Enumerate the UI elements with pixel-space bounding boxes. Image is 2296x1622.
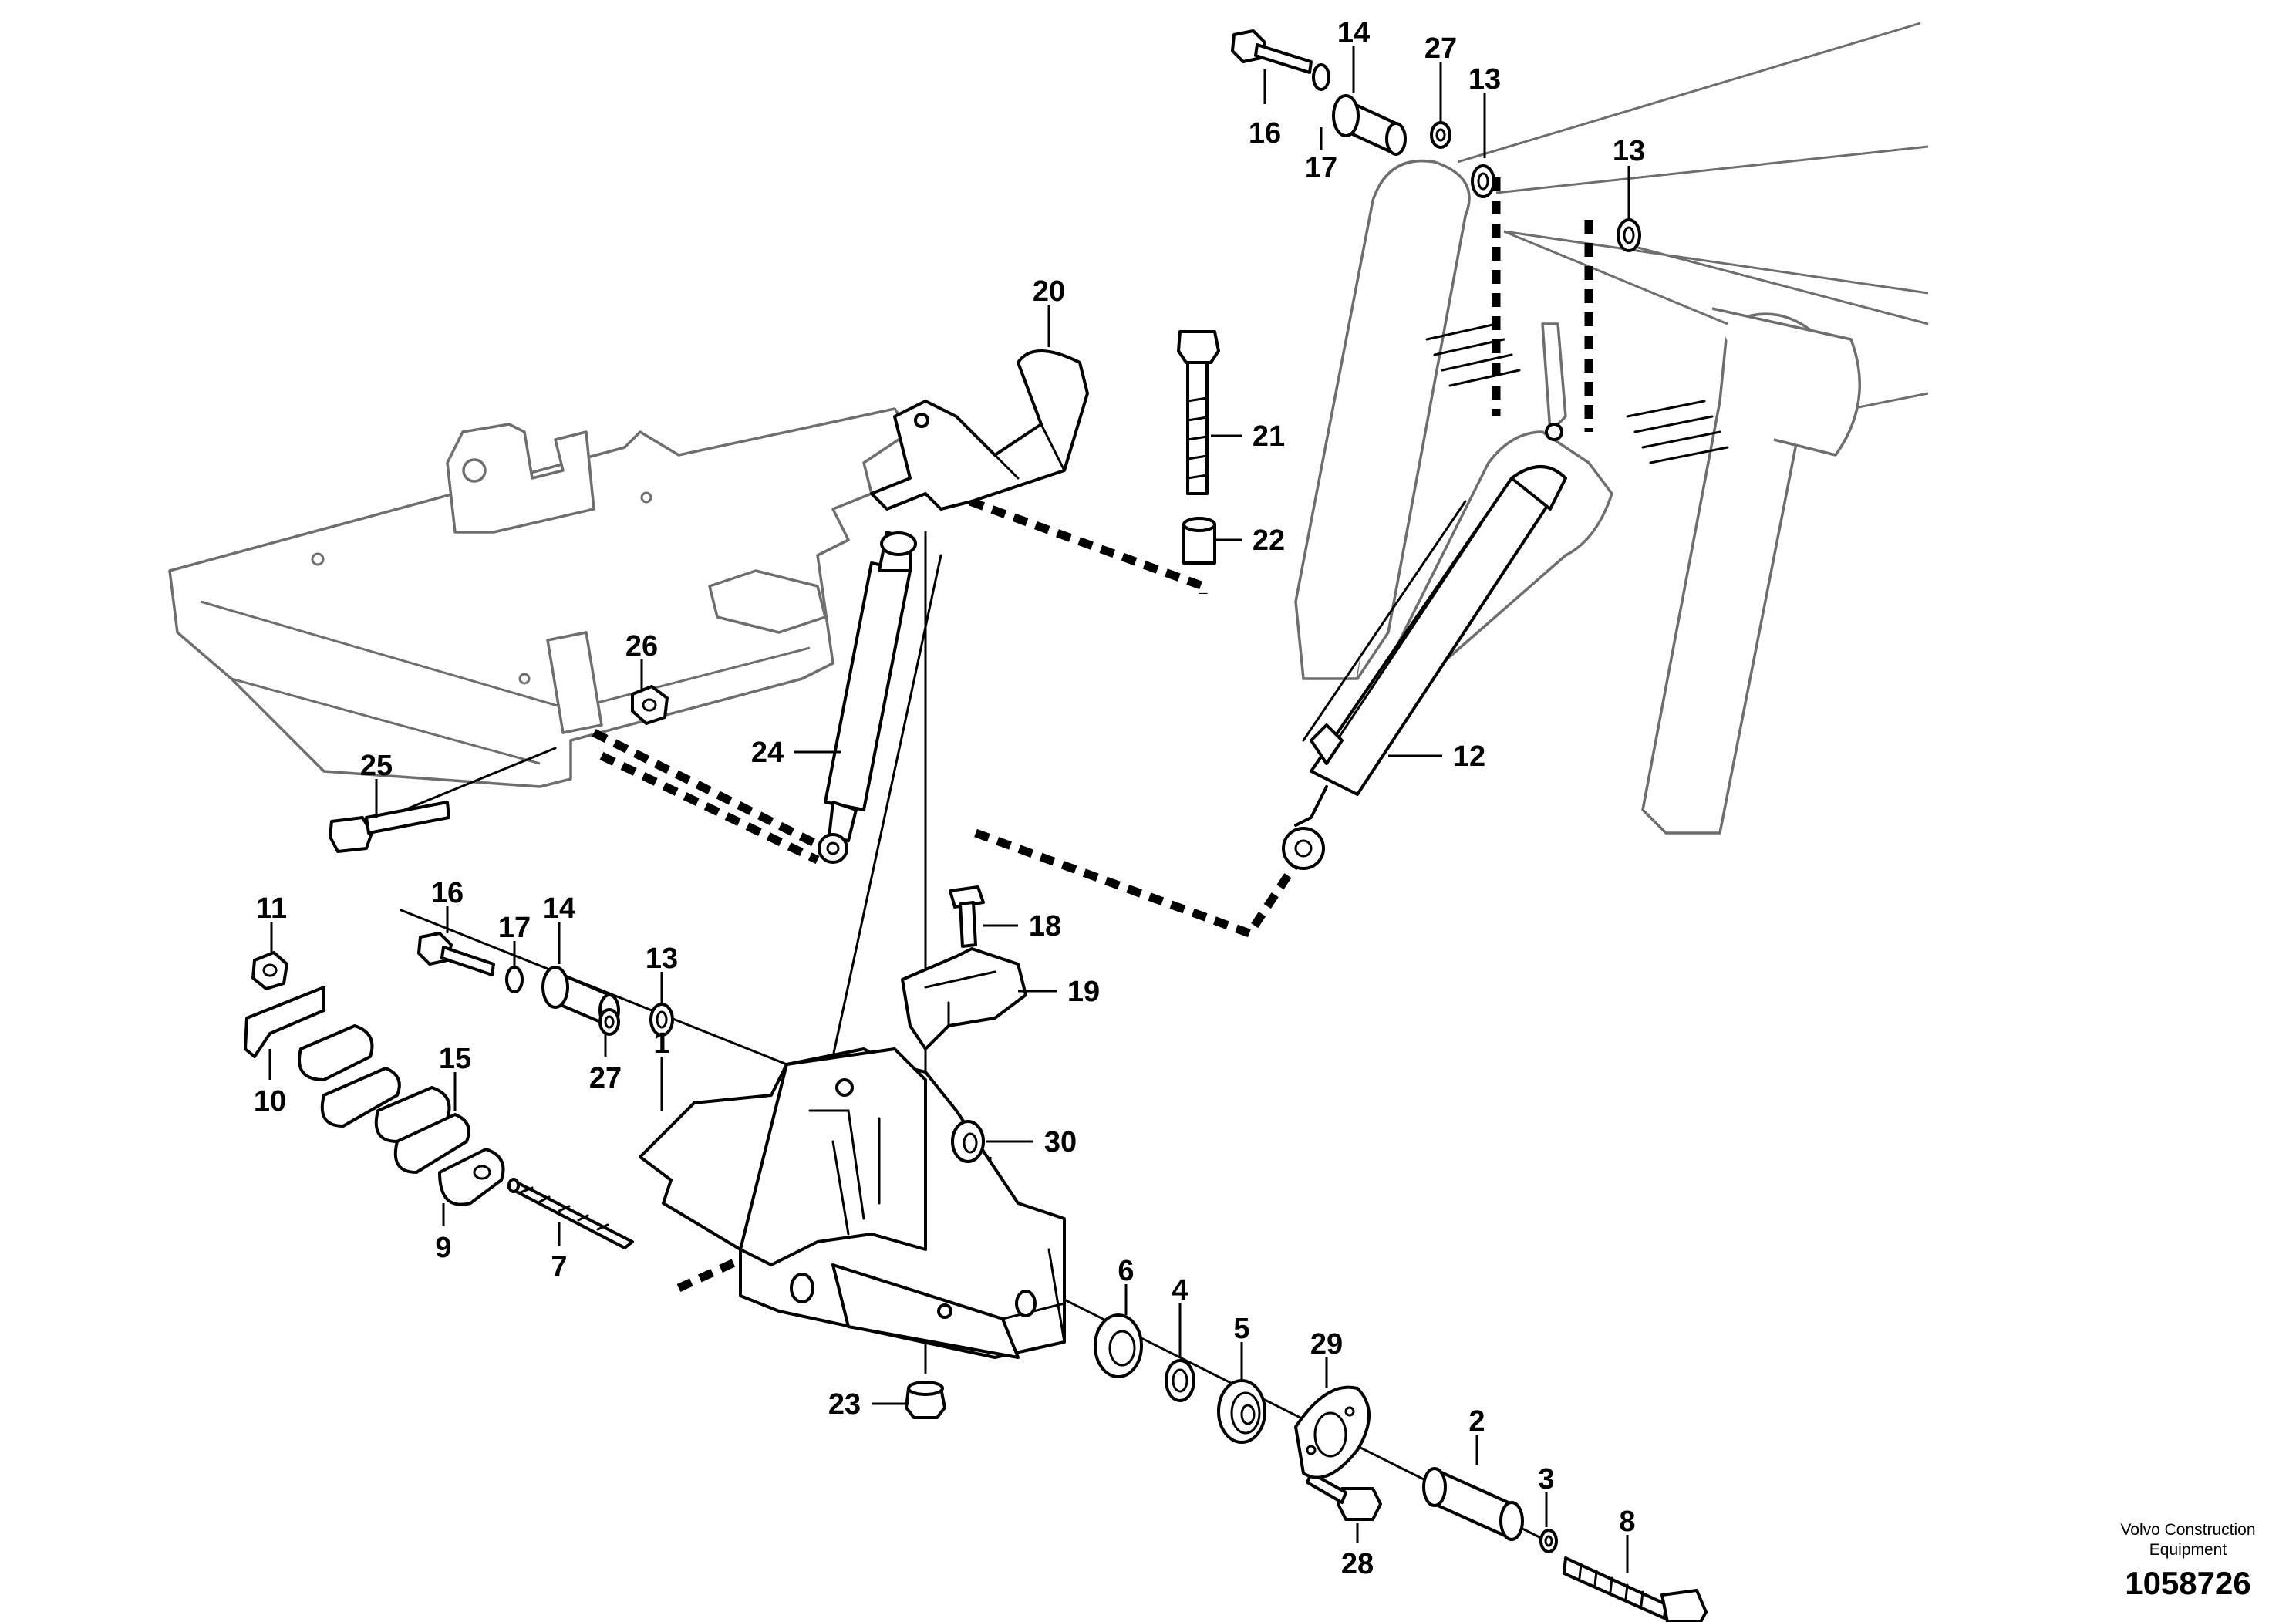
label-21: 21 — [1253, 420, 1285, 453]
part-1-main-bracket — [639, 1047, 1066, 1359]
label-2: 2 — [1468, 1405, 1485, 1438]
label-16-top: 16 — [1249, 117, 1281, 150]
part-2-pin — [1422, 1467, 1524, 1541]
part-16-bolt-mid — [417, 932, 495, 976]
label-7: 7 — [551, 1251, 567, 1283]
label-26: 26 — [625, 630, 658, 663]
rear-frame-ghost — [168, 407, 912, 788]
drawing-number: 1058726 — [2125, 1565, 2251, 1601]
label-17-top: 17 — [1305, 152, 1337, 184]
label-28: 28 — [1341, 1548, 1374, 1580]
label-20: 20 — [1033, 275, 1065, 308]
label-1: 1 — [653, 1027, 669, 1060]
label-19: 19 — [1067, 976, 1100, 1008]
label-5: 5 — [1233, 1313, 1249, 1345]
part-13-ring-top-b — [1617, 218, 1641, 252]
label-6: 6 — [1118, 1255, 1134, 1287]
part-15-plate — [393, 1113, 470, 1174]
part-3-washer — [1539, 1529, 1558, 1553]
label-18: 18 — [1029, 910, 1061, 943]
label-14-mid: 14 — [543, 892, 575, 925]
label-27-mid: 27 — [589, 1062, 622, 1094]
label-16-mid: 16 — [431, 877, 464, 909]
part-20-bracket — [870, 349, 1089, 511]
label-27-top: 27 — [1424, 32, 1457, 65]
part-26-nut — [631, 685, 669, 725]
part-17-washer-top — [1312, 63, 1330, 91]
part-25-bolt — [329, 801, 450, 853]
manufacturer-name-line1: Volvo Construction — [2120, 1521, 2256, 1539]
part-27-sleeve-top — [1430, 121, 1451, 149]
label-3: 3 — [1538, 1463, 1554, 1496]
manufacturer-name-line2: Equipment — [2149, 1541, 2227, 1559]
label-10: 10 — [254, 1085, 286, 1118]
part-8-bolt — [1563, 1556, 1708, 1622]
label-4: 4 — [1172, 1274, 1188, 1307]
part-30-bushing — [951, 1120, 985, 1163]
part-22-spacer — [1182, 517, 1216, 565]
part-19-bracket — [901, 947, 1027, 1050]
part-21-bolt — [1177, 330, 1220, 495]
leader-lines — [268, 46, 1630, 1573]
part-28-bolt — [1306, 1472, 1382, 1521]
label-13-mid: 13 — [646, 943, 678, 975]
part-9-plate — [438, 1148, 505, 1206]
part-24-damper — [818, 531, 917, 864]
part-13-ring-top-a — [1471, 164, 1495, 198]
part-23-nut — [905, 1381, 946, 1419]
part-4-ring — [1165, 1359, 1195, 1402]
label-29: 29 — [1310, 1328, 1343, 1361]
label-12: 12 — [1453, 740, 1485, 773]
drawing-footer: Volvo Construction Equipment 1058726 — [2095, 1520, 2281, 1602]
label-13-top-a: 13 — [1468, 63, 1501, 96]
part-5-bearing — [1217, 1379, 1266, 1444]
part-7-threaded-rod — [507, 1178, 634, 1249]
part-29-cover-plate — [1294, 1385, 1371, 1479]
part-10-plate — [244, 986, 451, 1143]
part-16-bolt-top — [1231, 29, 1313, 74]
label-25: 25 — [360, 750, 393, 782]
label-13-top-b: 13 — [1613, 135, 1645, 167]
label-14-top: 14 — [1337, 17, 1370, 49]
part-11-nut — [251, 951, 288, 990]
part-6-seal-ring — [1094, 1313, 1143, 1378]
label-23: 23 — [828, 1388, 861, 1421]
label-15: 15 — [439, 1043, 471, 1075]
loader-arms-ghost — [1294, 22, 1929, 835]
part-14-bushing-top — [1332, 94, 1407, 156]
item-labels: 1 2 3 4 5 6 7 8 9 10 11 12 13 13 13 14 1… — [254, 17, 1645, 1580]
label-22: 22 — [1253, 524, 1285, 557]
label-11: 11 — [256, 892, 287, 925]
label-9: 9 — [435, 1232, 451, 1264]
part-13-ring-mid — [649, 1003, 674, 1037]
part-12-hydraulic-cylinder — [1282, 465, 1567, 870]
part-18-bolt — [949, 885, 985, 948]
label-24: 24 — [751, 737, 784, 769]
part-17-washer-mid — [505, 966, 524, 993]
label-30: 30 — [1044, 1126, 1077, 1158]
label-8: 8 — [1619, 1506, 1635, 1538]
part-27-sleeve-mid — [598, 1008, 620, 1036]
label-17-mid: 17 — [498, 912, 531, 944]
